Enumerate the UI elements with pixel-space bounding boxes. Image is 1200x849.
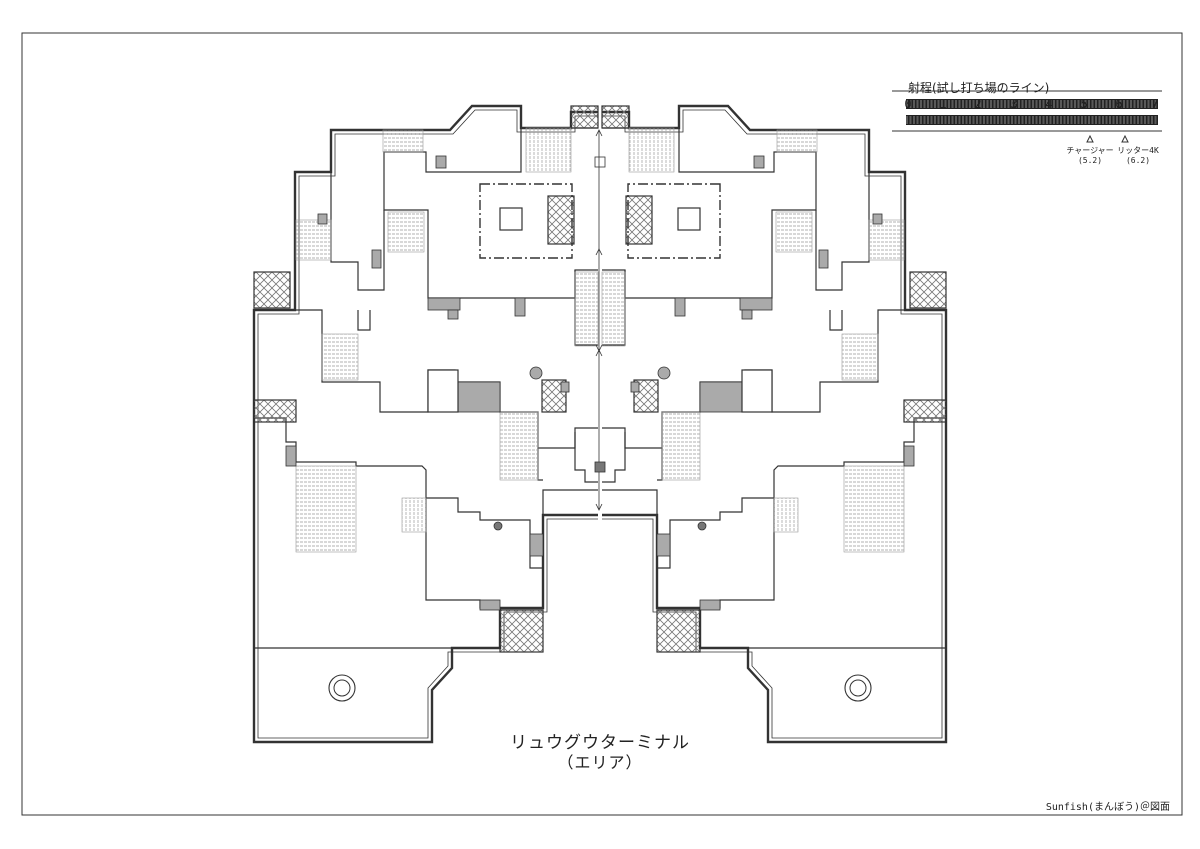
hatched-block <box>570 105 599 129</box>
stairs <box>295 219 332 261</box>
stairs <box>387 211 425 253</box>
range-scale-title: 射程(試し打ち場のライン) <box>908 81 1050 95</box>
stairs <box>382 129 424 153</box>
spawn-ring <box>328 674 356 702</box>
hatched-block <box>547 195 575 245</box>
litter-range: (6.2) <box>1125 156 1151 165</box>
map-left-half <box>252 104 599 744</box>
lower-block <box>254 417 543 569</box>
author-credit: Sunfish(まんぼう)＠図面 <box>1045 802 1170 813</box>
scale-tick-2: 2 <box>974 97 982 111</box>
spawn-zone <box>479 183 573 259</box>
hatched-block <box>253 271 291 309</box>
stairs <box>401 497 427 533</box>
wall-blocks <box>285 155 570 611</box>
scale-tick-7: 7 <box>1151 97 1159 111</box>
hatched-block <box>499 609 544 653</box>
scale-tick-1: 1 <box>939 97 947 111</box>
stairs <box>321 333 359 381</box>
stairs <box>525 127 572 173</box>
stairs <box>499 411 539 481</box>
scale-tick-4: 4 <box>1045 97 1053 111</box>
charger-marker <box>1086 134 1094 143</box>
hatched-block <box>253 399 297 423</box>
stairs <box>295 465 357 553</box>
scale-tick-5: 5 <box>1080 97 1088 111</box>
stairs <box>574 271 599 347</box>
charger-label: チャージャー (5.2) <box>1066 146 1114 166</box>
pillar <box>529 366 543 380</box>
charger-range: (5.2) <box>1077 156 1103 165</box>
center-axis <box>594 129 606 511</box>
scale-tick-3: 3 <box>1010 97 1018 111</box>
charger-name: チャージャー <box>1066 146 1114 155</box>
scale-tick-6: 6 <box>1115 97 1123 111</box>
litter-label: リッター4K (6.2) <box>1116 146 1160 166</box>
scale-tick-0: 0 <box>904 97 912 111</box>
map-subtitle: （エリア） <box>557 753 643 772</box>
litter-marker <box>1121 134 1129 143</box>
sheet-frame <box>21 32 1183 816</box>
litter-name: リッター4K <box>1117 146 1159 155</box>
range-scale <box>892 90 1162 143</box>
map-title: リュウグウターミナル <box>510 733 690 753</box>
pillar <box>493 521 503 531</box>
spawn-marker <box>499 207 523 231</box>
outer-wall <box>252 104 598 744</box>
